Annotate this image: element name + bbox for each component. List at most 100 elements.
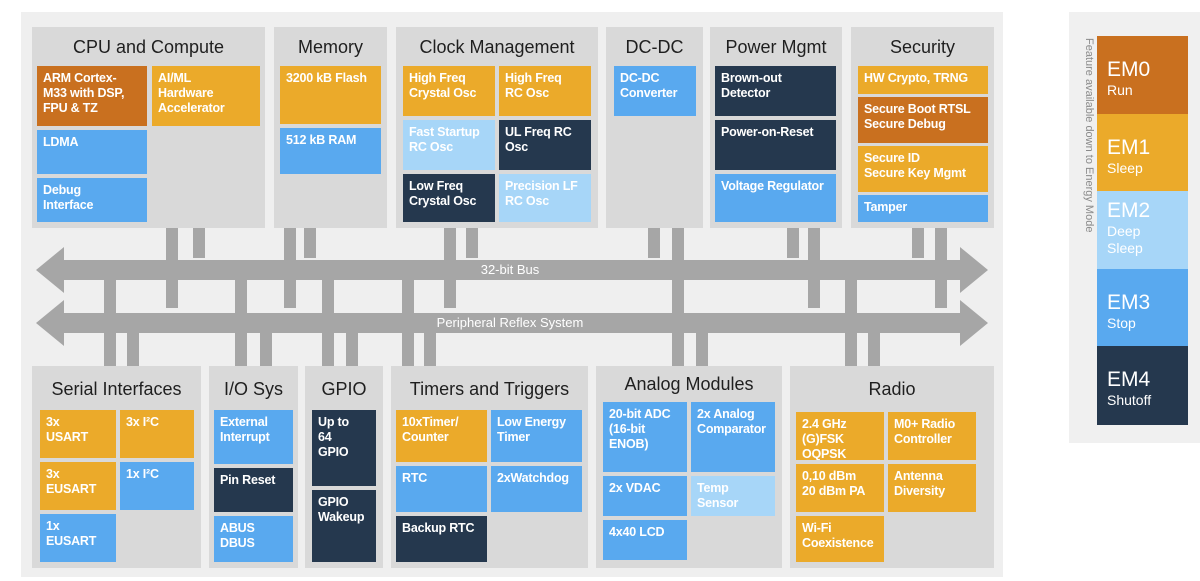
group-title: Analog Modules [624,374,754,394]
block-external-interrupt: External Interrupt [214,410,293,464]
group-serial-interfaces: Serial Interfaces 3x USART 3x I²C 3x EUS… [32,366,201,568]
block-usart: 3x USART [40,410,116,458]
group-title: Power Mgmt [725,37,827,57]
group-io-sys: I/O Sys External Interrupt Pin Reset ABU… [209,366,298,568]
connector [912,228,924,258]
block-eusart-3x: 3x EUSART [40,462,116,510]
block-wifi-coexistence: Wi-Fi Coexistence [796,516,884,562]
block-dcdc-converter: DC-DC Converter [614,66,696,116]
legend-em1-desc: Sleep [1107,160,1143,176]
group-title: I/O Sys [223,379,283,399]
legend-em4-name: EM4 [1107,368,1151,391]
group-dc-dc: DC-DC DC-DC Converter [606,27,703,228]
block-eusart-1x: 1x EUSART [40,514,116,562]
block-ram: 512 kB RAM [280,128,381,174]
group-title: Memory [297,37,363,57]
block-ul-freq-rc-osc: UL Freq RC Osc [499,120,591,170]
block-analog-comparator: 2x Analog Comparator [691,402,775,472]
block-ldma: LDMA [37,130,147,174]
group-clock-management: Clock Management High Freq Crystal Osc H… [396,27,598,228]
block-watchdog: 2xWatchdog [491,466,582,512]
block-ai-ml-accelerator: AI/ML Hardware Accelerator [152,66,260,126]
block-antenna-diversity: Antenna Diversity [888,464,976,512]
block-lcd: 4x40 LCD [603,520,687,560]
block-debug-interface: Debug Interface [37,178,147,222]
block-low-energy-timer: Low Energy Timer [491,410,582,462]
connector [193,228,205,258]
block-adc: 20-bit ADC (16-bit ENOB) [603,402,687,472]
legend-em3-desc: Stop [1107,315,1136,331]
connector [424,330,436,368]
legend-em0-name: EM0 [1107,58,1151,81]
group-timers-and-triggers: Timers and Triggers 10xTimer/ Counter Lo… [391,366,588,568]
group-title: Security [889,37,956,57]
block-timer-counter: 10xTimer/ Counter [396,410,487,462]
legend-em3: EM3 Stop [1097,269,1188,346]
legend-em2-desc: Deep Sleep [1107,223,1143,256]
connector [260,330,272,368]
block-i2c-1x: 1x I²C [120,462,194,510]
legend-em4: EM4 Shutoff [1097,346,1188,425]
connector [787,228,799,258]
bus-32bit-arrow [36,247,988,293]
block-brown-out-detector: Brown-out Detector [715,66,836,116]
legend-em0-desc: Run [1107,82,1133,98]
bus-32bit-label: 32-bit Bus [480,262,540,277]
block-fast-startup-rc-osc: Fast Startup RC Osc [403,120,495,170]
block-hf-rc-osc: High Freq RC Osc [499,66,591,116]
peripheral-reflex-bus-arrow [36,300,988,346]
block-abus-dbus: ABUS DBUS [214,516,293,562]
legend-em3-name: EM3 [1107,291,1151,314]
connector [127,330,139,368]
block-secure-id: Secure ID Secure Key Mgmt [858,146,988,192]
connector [466,228,478,258]
block-pin-reset: Pin Reset [214,468,293,512]
block-hf-crystal-osc: High Freq Crystal Osc [403,66,495,116]
block-voltage-regulator: Voltage Regulator [715,174,836,222]
block-2-4ghz: 2.4 GHz (G)FSK OQPSK [796,412,884,460]
block-rtc: RTC [396,466,487,512]
legend-em2-name: EM2 [1107,199,1151,222]
legend-em0: EM0 Run [1097,36,1188,114]
connector [648,228,660,258]
block-backup-rtc: Backup RTC [396,516,487,562]
legend-em1-name: EM1 [1107,136,1151,159]
block-arm-cortex: ARM Cortex- M33 with DSP, FPU & TZ [37,66,147,126]
connector [868,330,880,368]
group-analog-modules: Analog Modules 20-bit ADC (16-bit ENOB) … [596,366,782,568]
group-title: Serial Interfaces [51,379,182,399]
block-vdac: 2x VDAC [603,476,687,516]
group-title: Timers and Triggers [409,379,570,399]
block-gpio-wakeup: GPIO Wakeup [312,490,376,562]
block-i2c-3x: 3x I²C [120,410,194,458]
legend-em4-desc: Shutoff [1107,392,1152,408]
block-secure-boot: Secure Boot RTSL Secure Debug [858,97,988,143]
group-security: Security HW Crypto, TRNG Secure Boot RTS… [851,27,994,228]
block-precision-lf-rc-osc: Precision LF RC Osc [499,174,591,222]
block-flash: 3200 kB Flash [280,66,381,124]
group-cpu-and-compute: CPU and Compute ARM Cortex- M33 with DSP… [32,27,265,228]
legend-em2: EM2 Deep Sleep [1097,191,1188,269]
peripheral-reflex-bus-label: Peripheral Reflex System [436,315,584,330]
block-power-on-reset: Power-on-Reset [715,120,836,170]
block-m0-radio-controller: M0+ Radio Controller [888,412,976,460]
group-title: Radio [868,379,916,399]
block-pa: 0,10 dBm 20 dBm PA [796,464,884,512]
group-power-mgmt: Power Mgmt Brown-out Detector Power-on-R… [710,27,842,228]
block-lf-crystal-osc: Low Freq Crystal Osc [403,174,495,222]
group-title: Clock Management [419,37,575,57]
connector [304,228,316,258]
connector [696,330,708,368]
legend-caption: Feature available down to Energy Mode [1083,38,1095,233]
block-temp-sensor: Temp Sensor [691,476,775,516]
group-title: CPU and Compute [72,37,225,57]
group-title: DC-DC [625,37,684,57]
legend-em1: EM1 Sleep [1097,114,1188,191]
group-title: GPIO [321,379,367,399]
group-gpio: GPIO Up to 64 GPIO GPIO Wakeup [305,366,383,568]
block-tamper: Tamper [858,195,988,222]
group-radio: Radio 2.4 GHz (G)FSK OQPSK M0+ Radio Con… [790,366,994,568]
block-gpio-64: Up to 64 GPIO [312,410,376,486]
group-memory: Memory 3200 kB Flash 512 kB RAM [274,27,387,228]
connector [346,330,358,368]
